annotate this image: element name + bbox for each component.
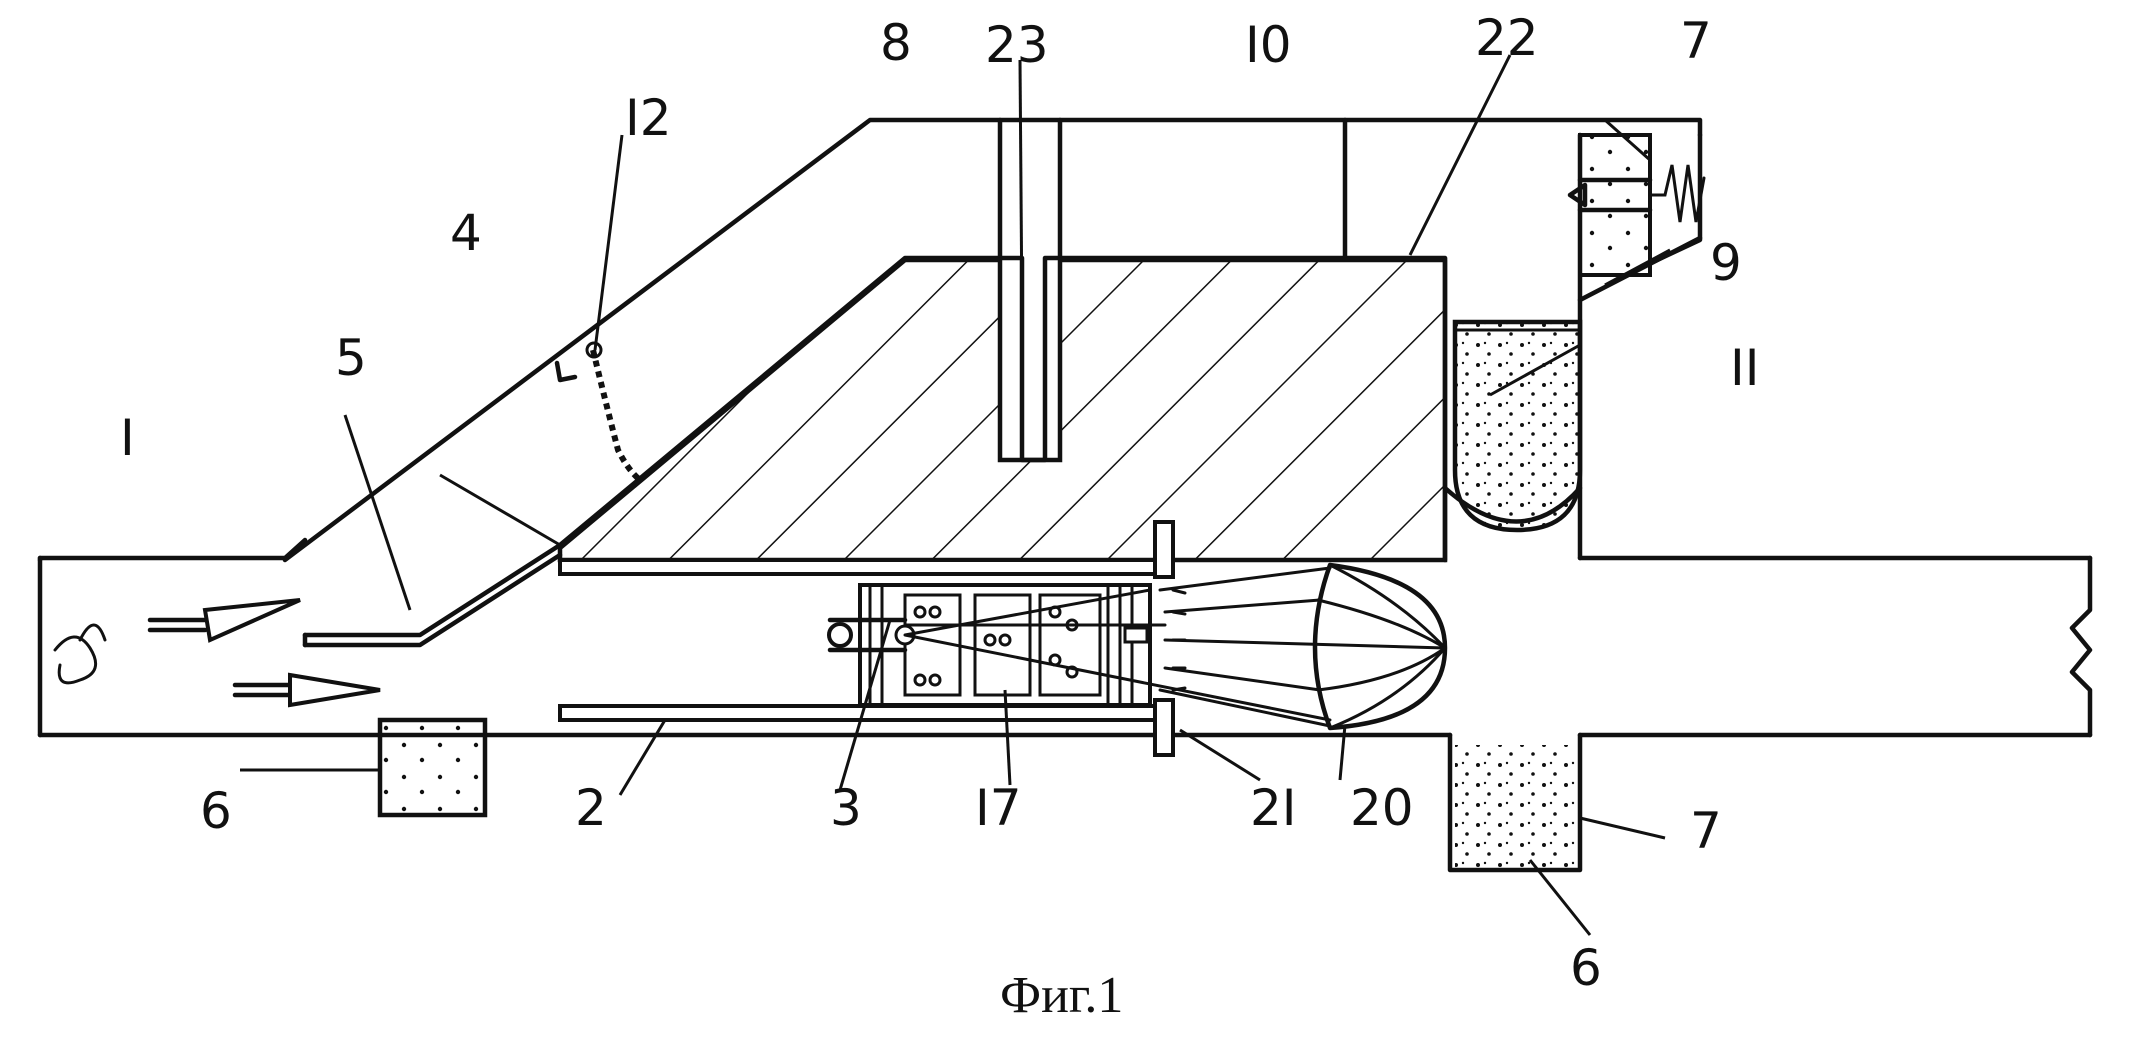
label-21: 2I — [1250, 779, 1297, 837]
label-23: 23 — [985, 16, 1049, 74]
top-block-7 — [1570, 135, 1704, 275]
label-4: 4 — [450, 204, 482, 262]
filter-block-7-bottom — [1455, 745, 1575, 870]
label-8: 8 — [880, 14, 912, 72]
chamber-11 — [1445, 322, 1580, 530]
flange-21 — [1155, 522, 1173, 755]
parachute-20 — [1160, 565, 1445, 728]
label-7-top: 7 — [1680, 12, 1712, 70]
label-10: I0 — [1245, 16, 1292, 74]
label-6-bottom: 6 — [1570, 939, 1602, 997]
label-7-bottom: 7 — [1690, 802, 1722, 860]
label-12: I2 — [625, 89, 672, 147]
chain-12 — [557, 343, 640, 480]
label-17: I7 — [975, 779, 1022, 837]
guide-plate-5 — [305, 545, 560, 645]
label-i: I — [120, 409, 135, 467]
figure-caption: Фиг.1 — [1000, 967, 1123, 1024]
label-3: 3 — [830, 779, 862, 837]
label-9: 9 — [1710, 234, 1742, 292]
label-11: II — [1730, 339, 1760, 397]
label-2: 2 — [575, 779, 607, 837]
label-6-left: 6 — [200, 782, 232, 840]
flow-arrows — [150, 600, 380, 705]
label-22: 22 — [1475, 9, 1539, 67]
fan-icon — [55, 625, 105, 683]
label-5: 5 — [335, 329, 367, 387]
label-20: 20 — [1350, 779, 1414, 837]
hatched-block-22 — [560, 260, 1445, 560]
filter-block-6-left — [380, 720, 485, 815]
